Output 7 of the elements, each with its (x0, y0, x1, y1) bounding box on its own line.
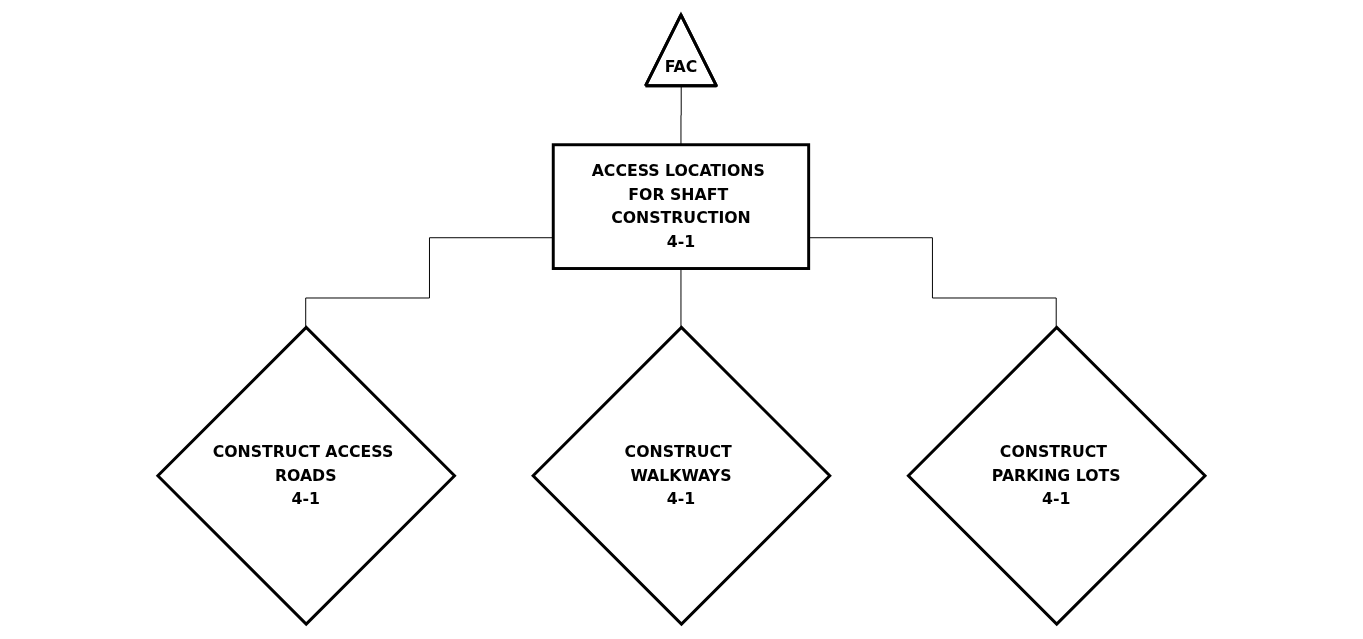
node-diamond: CONSTRUCT ACCESS ROADS 4-1 (155, 325, 457, 627)
node-diamond: CONSTRUCT PARKING LOTS 4-1 (906, 325, 1208, 627)
connector (808, 237, 1057, 328)
node-box: ACCESS LOCATIONS FOR SHAFT CONSTRUCTION 4-1 (551, 143, 811, 270)
node-diamond: CONSTRUCT WALKWAYS 4-1 (531, 325, 832, 627)
connector (305, 237, 554, 328)
connector (680, 268, 682, 328)
